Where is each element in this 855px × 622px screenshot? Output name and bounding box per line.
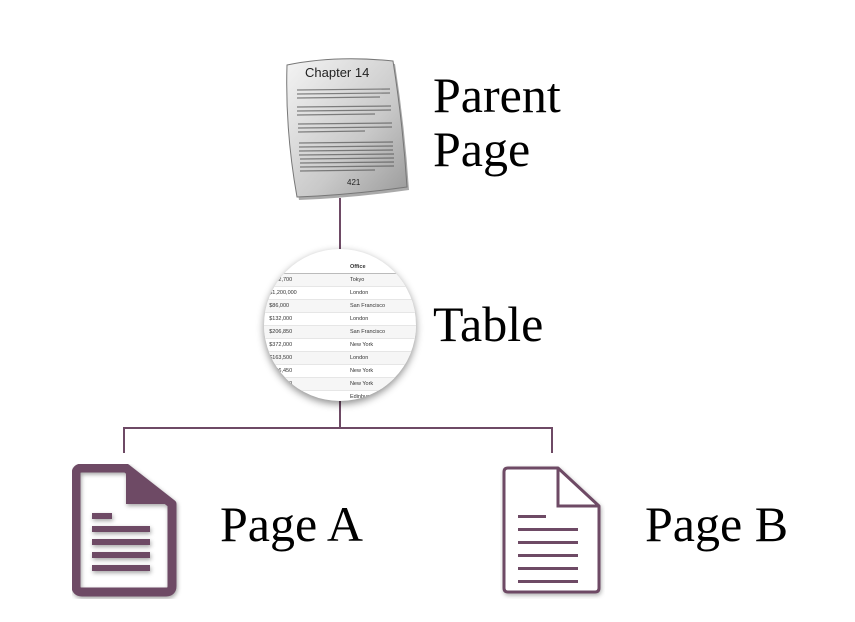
name-cell: r (CEO) <box>264 286 266 300</box>
parent-page-label: Parent Page <box>433 68 561 176</box>
office-cell: Edinburgh <box>345 390 416 401</box>
name-cell <box>264 390 266 401</box>
name-cell: thor <box>264 299 266 313</box>
parent-page-label-line2: Page <box>433 121 531 177</box>
office-cell: New York <box>345 338 416 352</box>
salary-cell: $86,000 <box>265 299 346 313</box>
parent-doc-page-number: 421 <box>347 178 361 187</box>
salary-cell: $1,200,000 <box>265 286 346 300</box>
parent-doc-title: Chapter 14 <box>305 65 369 80</box>
salary-cell: $162,700 <box>265 273 346 287</box>
name-cell <box>264 325 266 339</box>
table-label: Table <box>433 296 544 352</box>
name-cell <box>264 273 266 287</box>
parent-page-document-image: Chapter 14 421 <box>286 58 409 200</box>
office-cell: London <box>345 286 416 300</box>
document-outline-icon <box>502 466 601 594</box>
parent-page-label-line1: Parent <box>433 67 561 123</box>
name-cell <box>264 364 266 378</box>
office-cell: Tokyo <box>345 273 416 287</box>
connector-parent-table <box>339 198 341 252</box>
office-cell: New York <box>345 364 416 378</box>
name-cell <box>264 312 266 326</box>
office-cell: London <box>345 312 416 326</box>
name-cell <box>264 351 266 365</box>
connector-page-b <box>551 427 553 453</box>
document-filled-icon <box>72 464 177 597</box>
salary-cell: $206,850 <box>265 325 346 339</box>
page-b-label: Page B <box>645 496 789 552</box>
column-header-office: Office <box>345 261 416 274</box>
salary-cell: $106,450 <box>265 364 346 378</box>
name-cell <box>264 377 266 391</box>
connector-table-down <box>339 398 341 428</box>
connector-horizontal <box>123 427 553 429</box>
salary-cell: $132,000 <box>265 312 346 326</box>
name-cell: st <box>264 338 266 352</box>
office-cell: San Francisco <box>345 299 416 313</box>
page-a-label: Page A <box>220 496 364 552</box>
table-thumbnail: Salary Office $162,700Tokyor (CEO)$1,200… <box>264 249 416 401</box>
office-cell: London <box>345 351 416 365</box>
column-header-salary: Salary <box>265 261 346 274</box>
office-cell: New York <box>345 377 416 391</box>
data-table: Salary Office $162,700Tokyor (CEO)$1,200… <box>264 261 416 401</box>
connector-page-a <box>123 427 125 453</box>
office-cell: San Francisco <box>345 325 416 339</box>
salary-cell: $145,600 <box>265 377 346 391</box>
salary-cell: $163,500 <box>265 351 346 365</box>
salary-cell: $433,060 <box>265 390 346 401</box>
salary-cell: $372,000 <box>265 338 346 352</box>
